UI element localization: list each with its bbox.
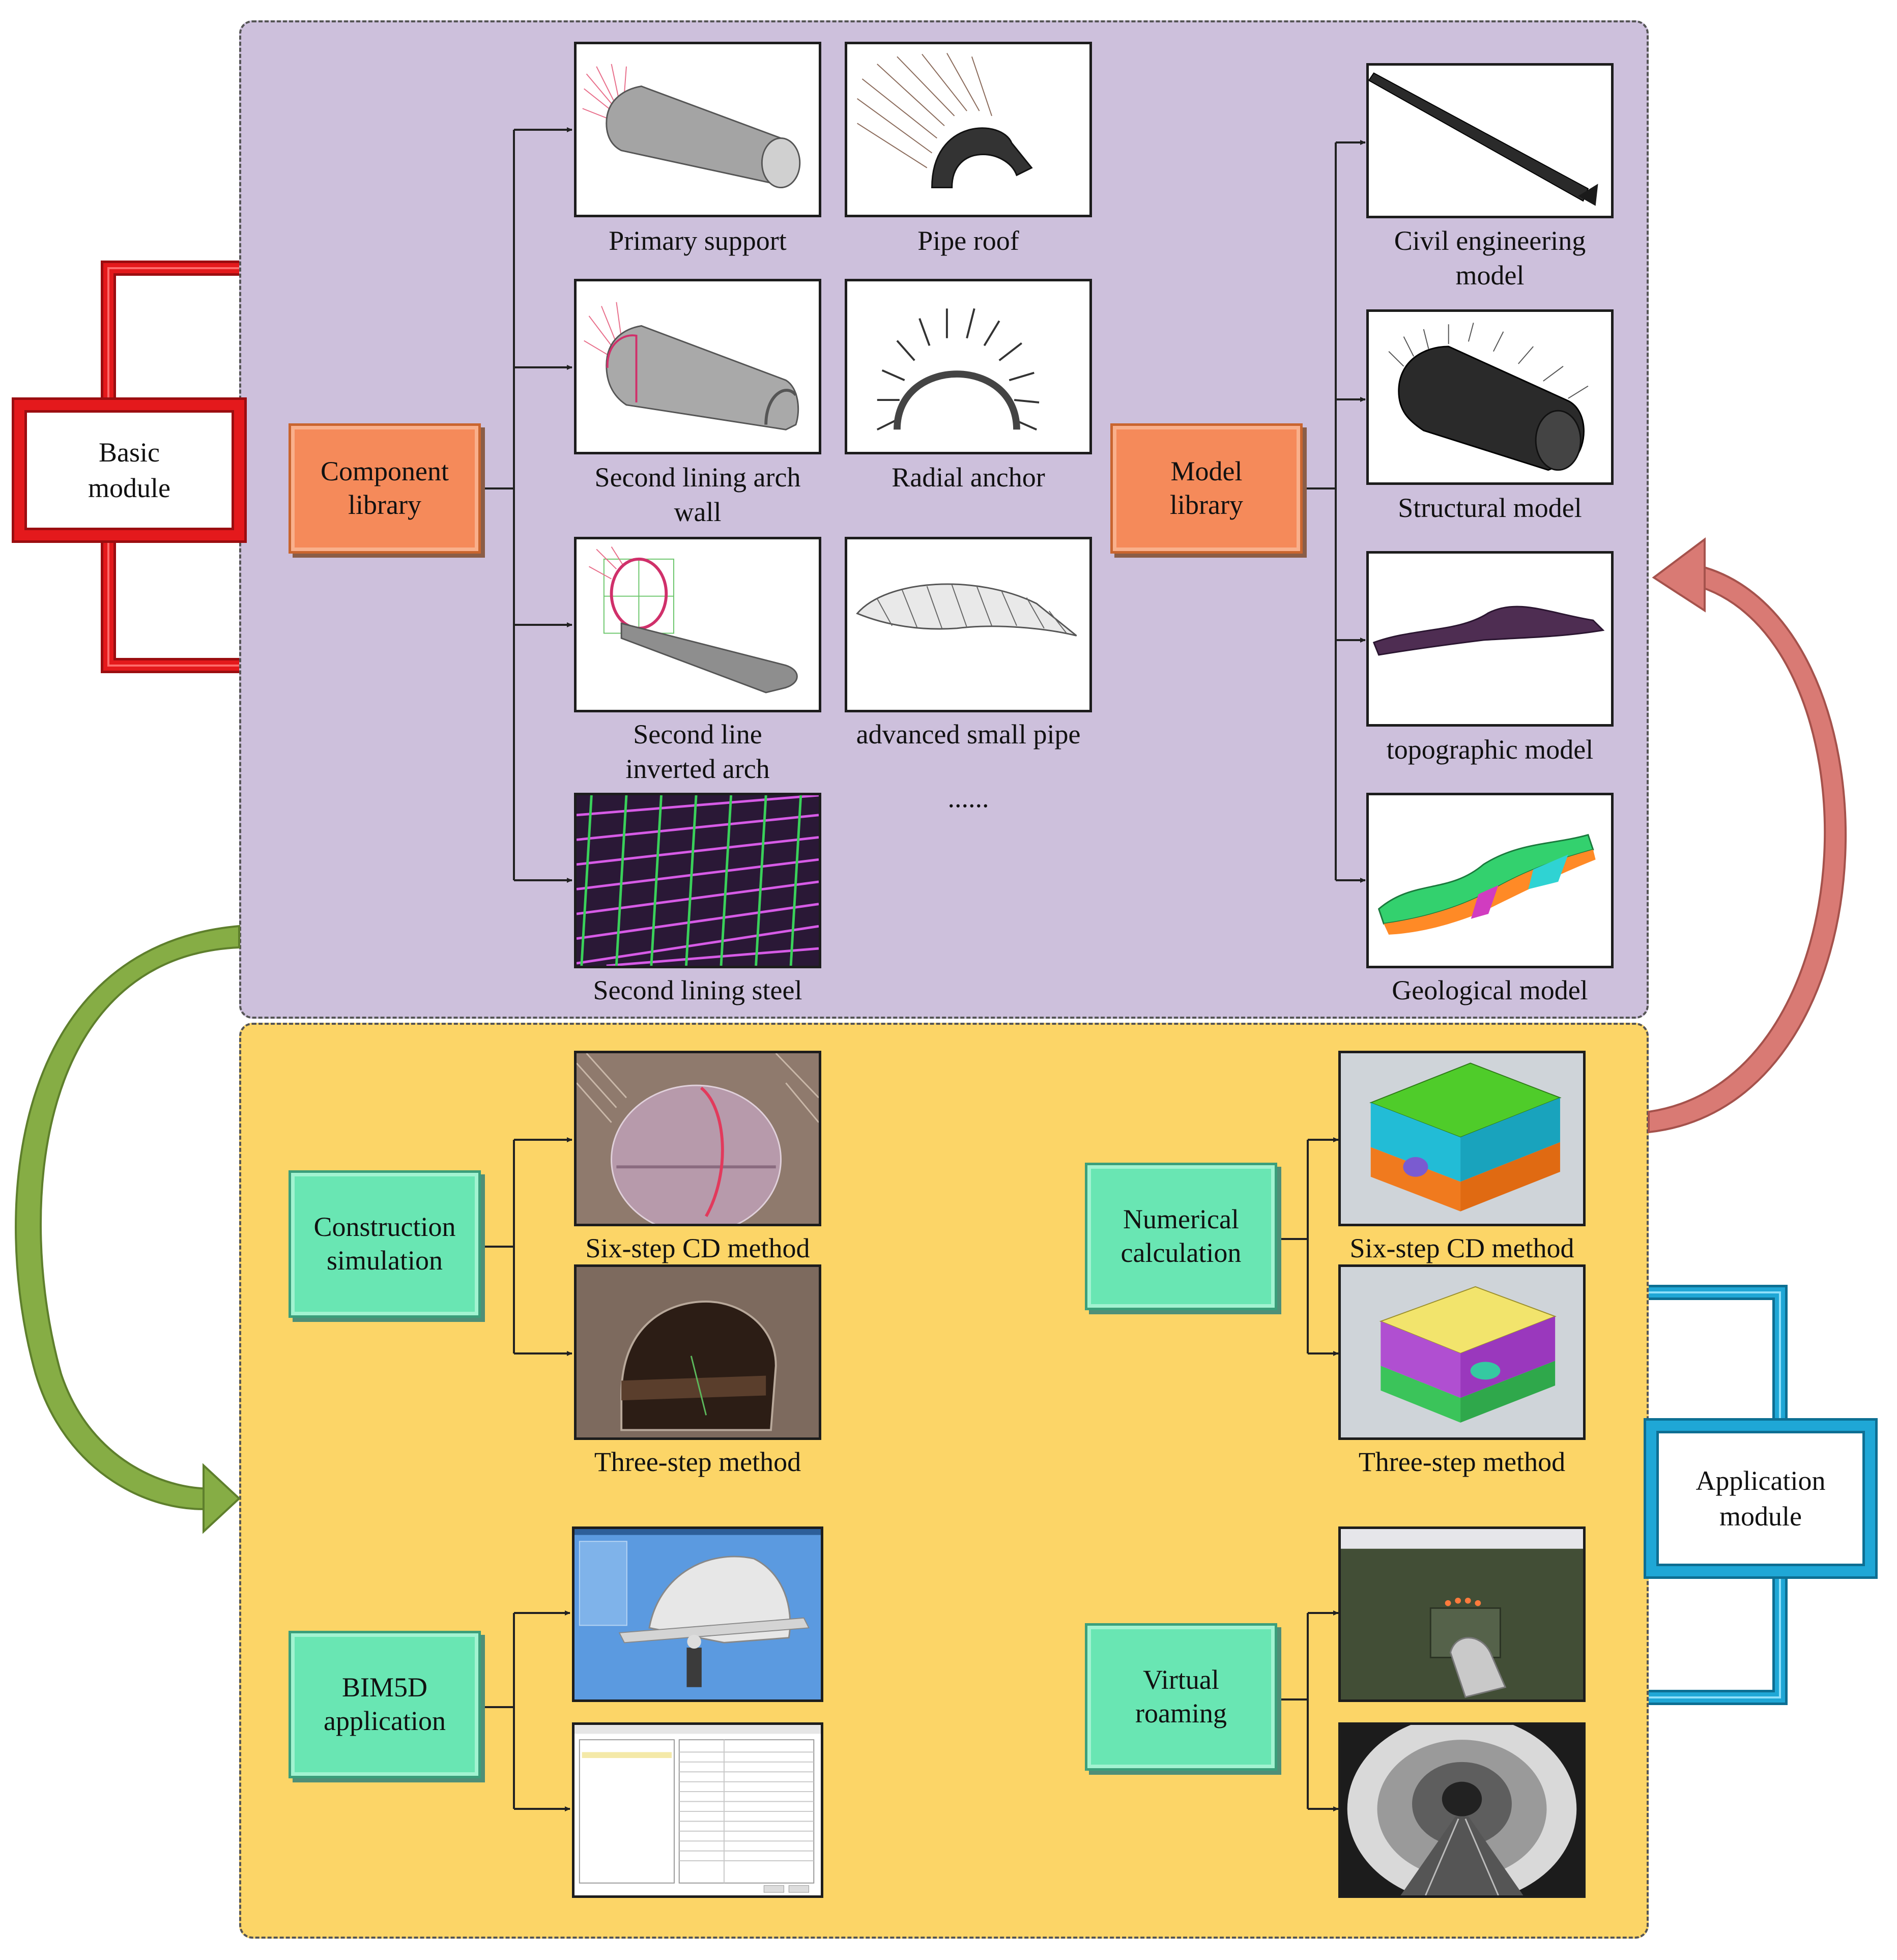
construction-three-step-caption: Three-step method <box>594 1447 801 1477</box>
advanced-small-pipe-caption: advanced small pipe <box>856 719 1081 750</box>
second-line-inverted-arch-thumbnail[interactable] <box>574 537 821 712</box>
civil-engineering-model-thumbnail[interactable] <box>1366 63 1614 218</box>
numerical-three-step-thumbnail[interactable] <box>1338 1264 1586 1440</box>
structural-model-caption: Structural model <box>1398 493 1582 523</box>
construction-six-step-cd-caption: Six-step CD method <box>585 1233 810 1263</box>
advanced-small-pipe-thumbnail[interactable] <box>845 537 1092 712</box>
second-lining-arch-wall-thumbnail[interactable] <box>574 279 821 454</box>
green-flow-arrow <box>15 925 241 1534</box>
bim5d-model-view-thumbnail[interactable] <box>572 1526 823 1702</box>
primary-support-thumbnail[interactable] <box>574 42 821 217</box>
second-lining-steel-thumbnail[interactable] <box>574 793 821 968</box>
structural-model-thumbnail[interactable] <box>1366 309 1614 485</box>
numerical-six-step-cd-thumbnail[interactable] <box>1338 1051 1586 1226</box>
radial-anchor-thumbnail[interactable] <box>845 279 1092 454</box>
construction-three-step-thumbnail[interactable] <box>574 1264 821 1440</box>
primary-support-caption: Primary support <box>609 225 787 256</box>
second-lining-steel-caption: Second lining steel <box>593 975 802 1005</box>
pipe-roof-caption: Pipe roof <box>917 225 1019 256</box>
numerical-six-step-cd-caption: Six-step CD method <box>1349 1233 1574 1263</box>
bim5d-property-table-thumbnail[interactable] <box>572 1722 823 1898</box>
topographic-model-thumbnail[interactable] <box>1366 551 1614 727</box>
topographic-model-caption: topographic model <box>1386 734 1594 765</box>
geological-model-caption: Geological model <box>1392 975 1588 1005</box>
construction-six-step-cd-thumbnail[interactable] <box>574 1051 821 1226</box>
virtual-roaming-tunnel-thumbnail[interactable] <box>1338 1722 1586 1898</box>
radial-anchor-caption: Radial anchor <box>892 462 1045 493</box>
component-ellipsis: ...... <box>947 783 989 813</box>
virtual-roaming-portal-thumbnail[interactable] <box>1338 1526 1586 1702</box>
red-flow-arrow <box>1648 537 1847 1134</box>
geological-model-thumbnail[interactable] <box>1366 793 1614 968</box>
pipe-roof-thumbnail[interactable] <box>845 42 1092 217</box>
numerical-three-step-caption: Three-step method <box>1358 1447 1566 1477</box>
